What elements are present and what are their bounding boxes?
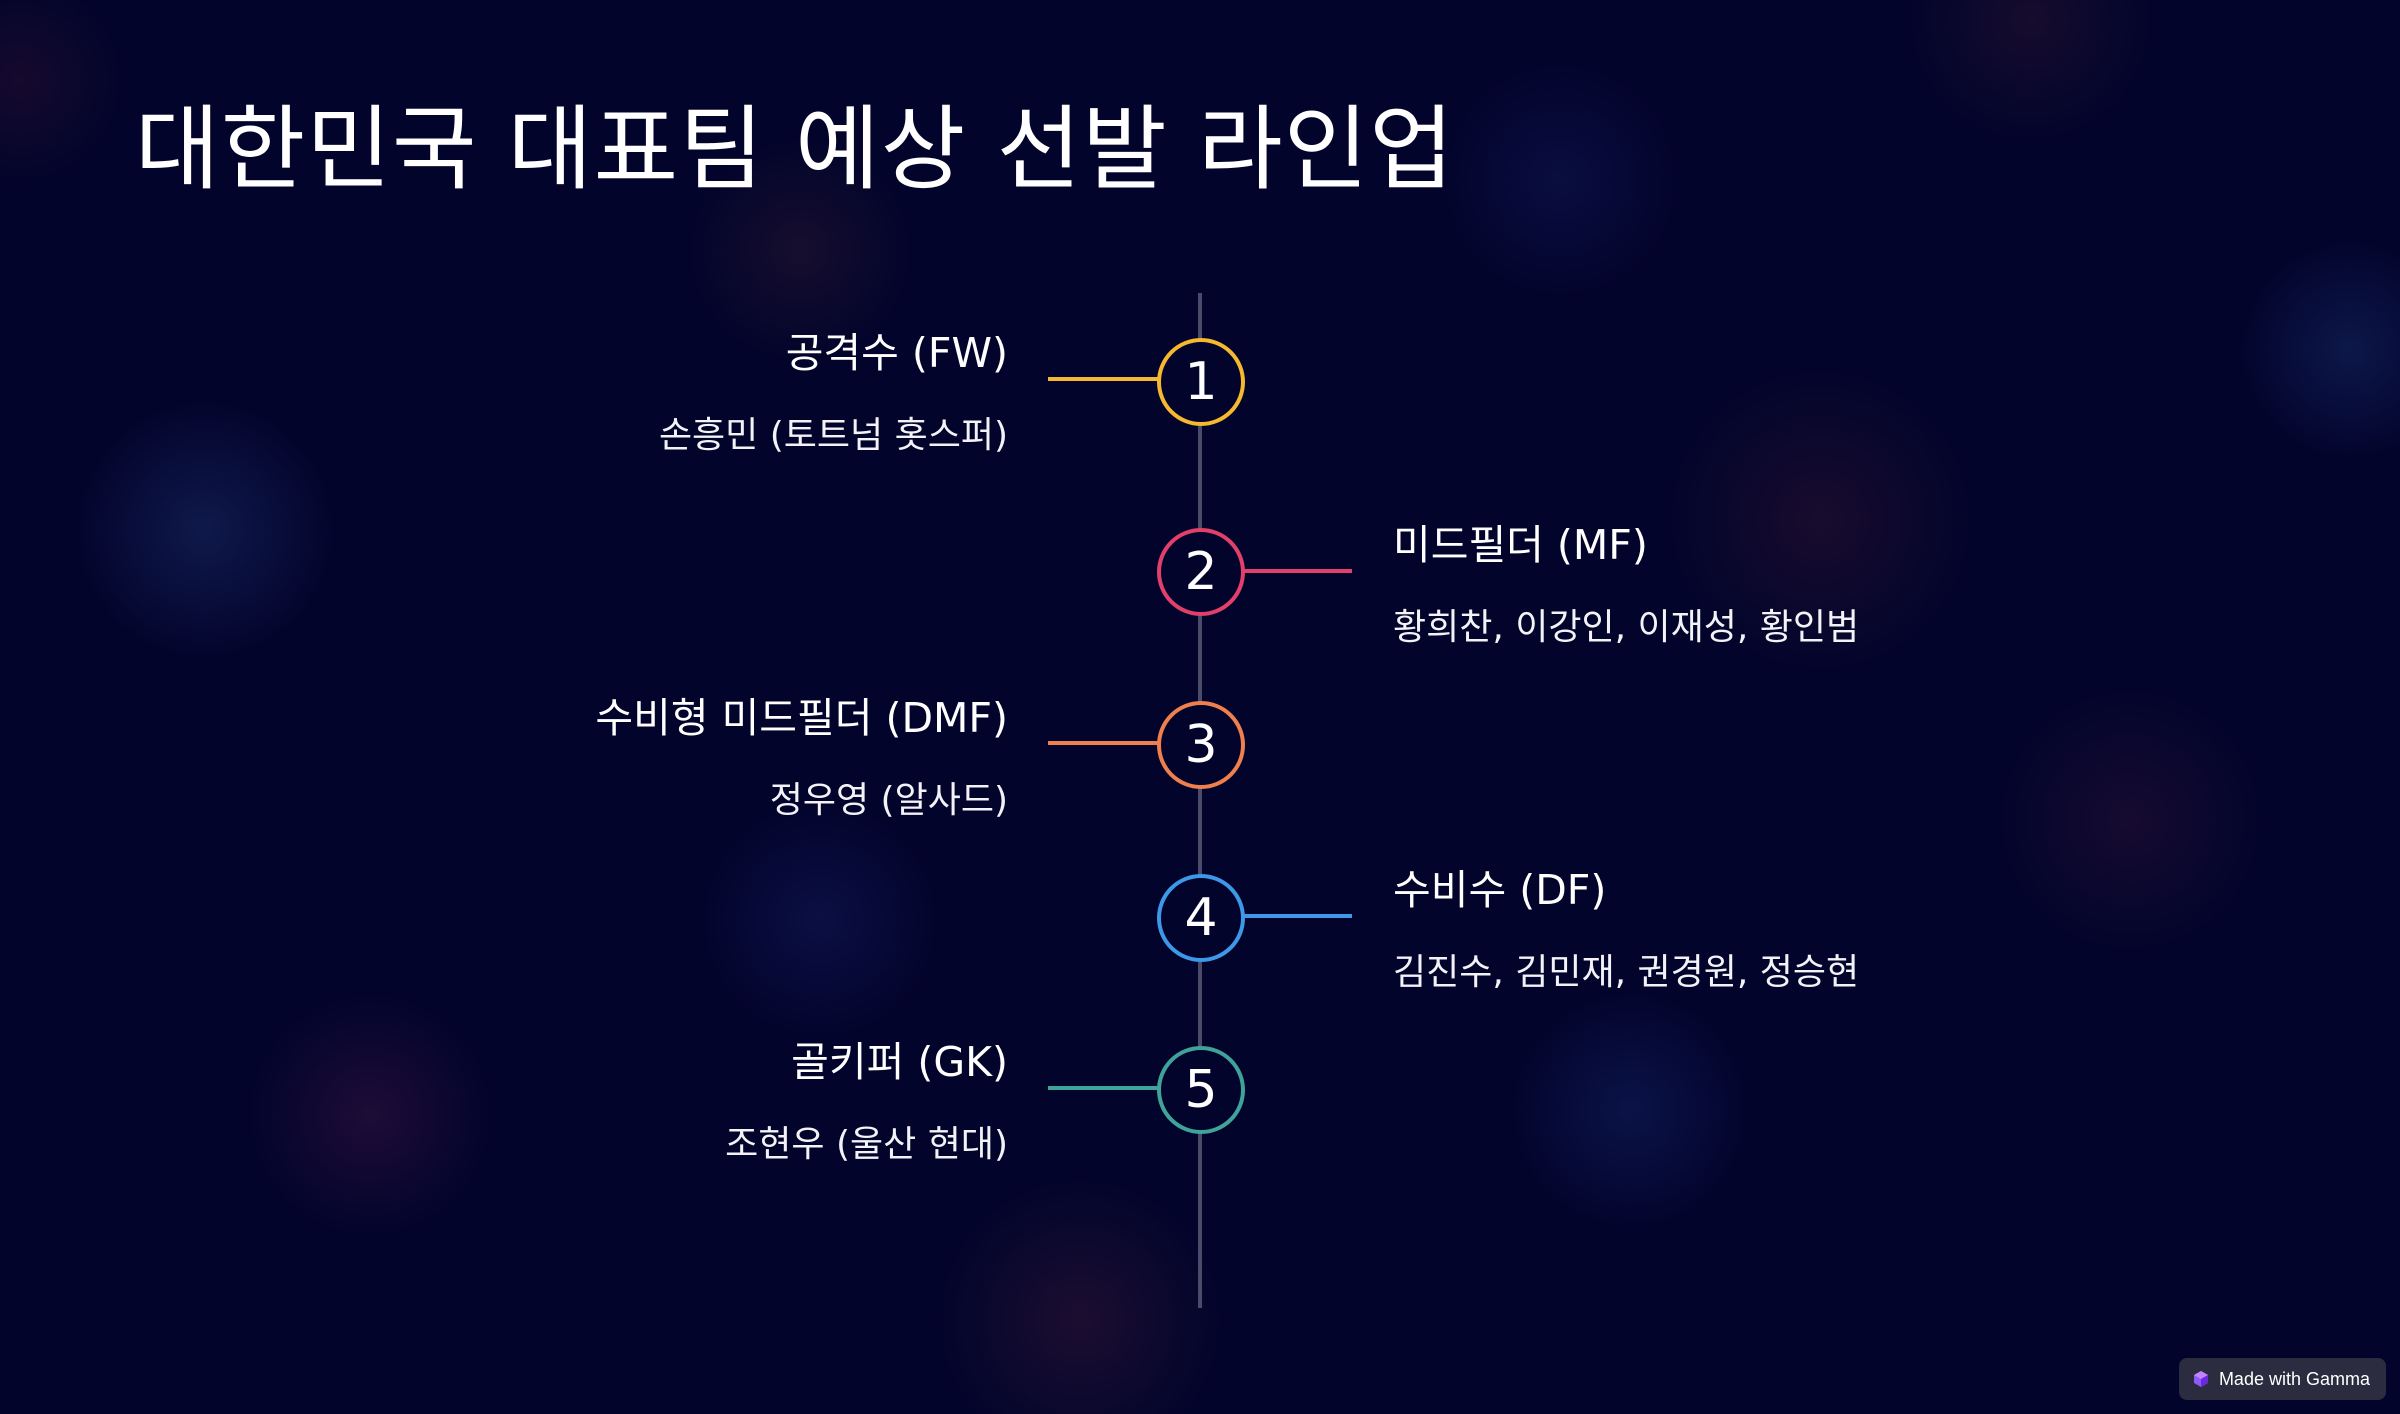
- position-item-gk: 골키퍼 (GK) 조현우 (울산 현대): [208, 1034, 1008, 1170]
- position-heading: 골키퍼 (GK): [791, 1038, 1008, 1086]
- made-with-gamma-badge[interactable]: Made with Gamma: [2178, 1358, 2386, 1400]
- step-node: 5: [1157, 1046, 1245, 1134]
- badge-label: Made with Gamma: [2218, 1368, 2370, 1389]
- position-item-fw: 공격수 (FW) 손흥민 (토트넘 홋스퍼): [208, 325, 1008, 461]
- step-node: 3: [1157, 701, 1245, 789]
- gamma-logo-icon: [2193, 1370, 2209, 1388]
- position-players: 손흥민 (토트넘 홋스퍼): [658, 415, 1008, 456]
- page-title: 대한민국 대표팀 예상 선발 라인업: [135, 96, 1455, 203]
- position-players: 조현우 (울산 현대): [725, 1124, 1008, 1165]
- position-heading: 수비형 미드필더 (DMF): [595, 694, 1008, 742]
- connector-line: [1048, 741, 1160, 745]
- connector-line: [1048, 377, 1160, 381]
- connector-line: [1240, 914, 1352, 918]
- position-players: 김진수, 김민재, 권경원, 정승현: [1393, 952, 1860, 993]
- step-node: 4: [1157, 874, 1245, 962]
- position-players: 정우영 (알사드): [769, 780, 1008, 821]
- position-heading: 미드필더 (MF): [1393, 521, 1648, 569]
- connector-line: [1240, 569, 1352, 573]
- step-node: 1: [1157, 338, 1245, 426]
- connector-line: [1048, 1086, 1160, 1090]
- step-node: 2: [1157, 528, 1245, 616]
- position-item-dmf: 수비형 미드필더 (DMF) 정우영 (알사드): [208, 690, 1008, 826]
- position-heading: 공격수 (FW): [785, 329, 1008, 377]
- position-item-mf: 미드필더 (MF) 황희찬, 이강인, 이재성, 황인범: [1393, 517, 2193, 653]
- timeline-axis: [1198, 293, 1202, 1308]
- position-players: 황희찬, 이강인, 이재성, 황인범: [1393, 607, 1860, 648]
- position-item-df: 수비수 (DF) 김진수, 김민재, 권경원, 정승현: [1393, 862, 2193, 998]
- position-heading: 수비수 (DF): [1393, 866, 1607, 914]
